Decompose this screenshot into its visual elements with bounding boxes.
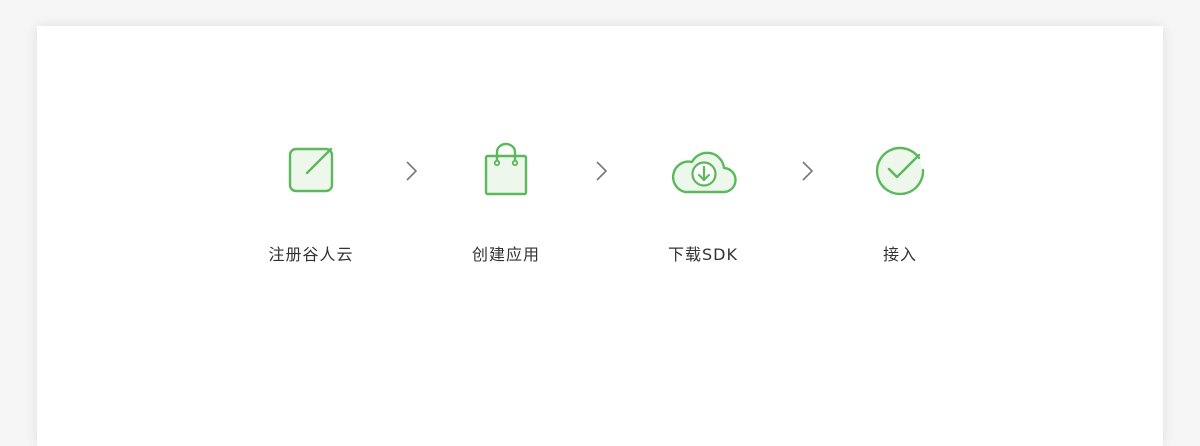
step-label: 注册谷人云 (268, 245, 354, 264)
chevron-right-icon (799, 160, 815, 182)
step-label: 下载SDK (668, 245, 738, 264)
chevron-right-icon (593, 160, 609, 182)
cloud-download-icon (668, 140, 738, 200)
onboarding-steps-card: 注册谷人云 创建应用 (37, 26, 1163, 446)
check-circle-icon (865, 140, 935, 200)
step-label: 接入 (882, 245, 917, 264)
shopping-bag-icon (471, 140, 541, 200)
step-label: 创建应用 (471, 245, 540, 264)
edit-square-icon (276, 140, 346, 200)
chevron-right-icon (403, 160, 419, 182)
